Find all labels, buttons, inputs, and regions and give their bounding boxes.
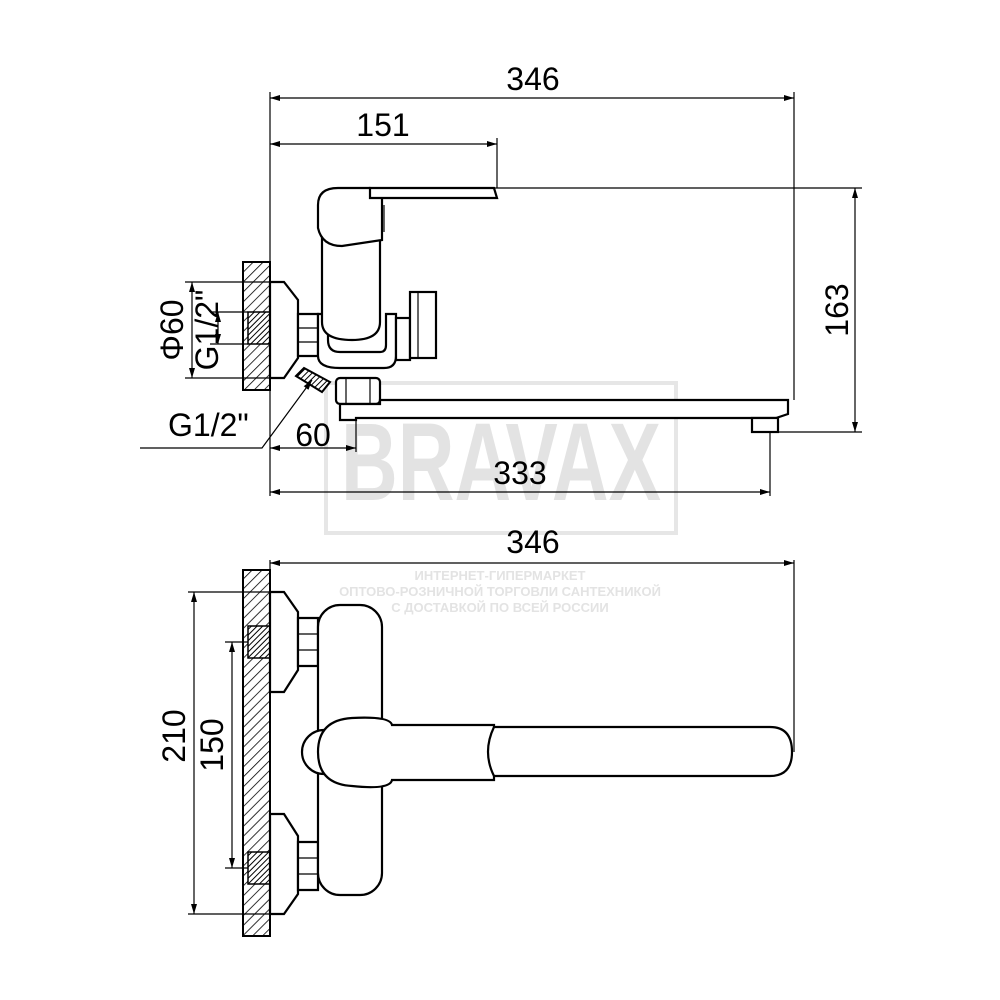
valve-body-lower <box>316 312 398 370</box>
dim-spout-offset: 151 <box>356 107 409 143</box>
side-view: 346 151 163 Φ60 G1/2" G1/2" 60 333 <box>140 61 862 496</box>
dim-top-overall-width: 346 <box>506 524 559 560</box>
diverter-knob <box>408 290 438 360</box>
dim-outer-height: 210 <box>156 709 192 762</box>
wall-pipe-lower <box>247 851 271 885</box>
spout-top <box>486 725 794 778</box>
flange <box>268 280 300 380</box>
hose-thread <box>294 366 332 394</box>
handle <box>316 186 384 248</box>
nut-lower <box>296 840 320 892</box>
dim-projection: 60 <box>295 417 331 453</box>
flange-upper <box>268 590 300 694</box>
wall-pipe-upper <box>247 625 271 659</box>
wall-pipe <box>247 311 271 345</box>
spout-nut <box>334 376 382 406</box>
watermark-line-3: С ДОСТАВКОЙ ПО ВСЕЙ РОССИИ <box>391 600 608 615</box>
nut-upper <box>296 616 320 668</box>
dim-spout-reach: 333 <box>493 455 546 491</box>
dim-height: 163 <box>819 283 855 336</box>
dim-thread-top: G1/2" <box>189 290 225 371</box>
handle-lever <box>368 186 499 200</box>
dim-center-distance: 150 <box>194 718 230 771</box>
watermark-line-2: ОПТОВО-РОЗНИЧНОЙ ТОРГОВЛИ САНТЕХНИКОЙ <box>339 584 661 599</box>
watermark: BRAVAX ИНТЕРНЕТ-ГИПЕРМАРКЕТ ОПТОВО-РОЗНИ… <box>324 381 678 615</box>
dim-overall-width: 346 <box>506 61 559 97</box>
spout <box>338 398 790 422</box>
dim-thread-bottom: G1/2" <box>168 407 249 443</box>
top-view: 346 210 150 <box>156 524 795 937</box>
dim-flange-diameter: Φ60 <box>154 299 190 360</box>
flange-lower <box>268 812 300 916</box>
handle-top <box>316 716 496 789</box>
watermark-frame <box>324 381 678 535</box>
aerator <box>750 416 780 434</box>
diverter-stem <box>394 316 412 362</box>
nut <box>296 312 320 358</box>
watermark-line-1: ИНТЕРНЕТ-ГИПЕРМАРКЕТ <box>414 568 585 583</box>
watermark-brand: BRAVAX <box>341 401 661 524</box>
valve-body <box>320 230 382 342</box>
